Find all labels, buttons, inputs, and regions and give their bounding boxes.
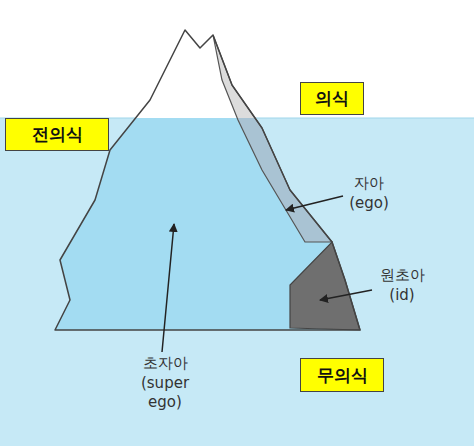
box-label: 무의식	[317, 364, 368, 387]
iceberg-outline	[55, 30, 360, 330]
concept-box: 무의식	[300, 358, 384, 392]
box-label: 전의식	[32, 123, 83, 146]
concept-box: 전의식	[5, 118, 109, 151]
id-region	[290, 242, 360, 330]
concept-box: 의식	[300, 82, 364, 115]
leader-arrow	[320, 290, 372, 300]
leader-arrow	[162, 224, 174, 352]
part-label: 원초아 (id)	[373, 266, 431, 305]
box-label: 의식	[315, 87, 349, 110]
part-label: 초자아 (super ego)	[122, 354, 208, 413]
iceberg-top	[55, 30, 360, 330]
part-label: 자아 (ego)	[343, 174, 395, 213]
ego-region-below	[213, 118, 332, 242]
leader-arrow	[286, 196, 343, 210]
